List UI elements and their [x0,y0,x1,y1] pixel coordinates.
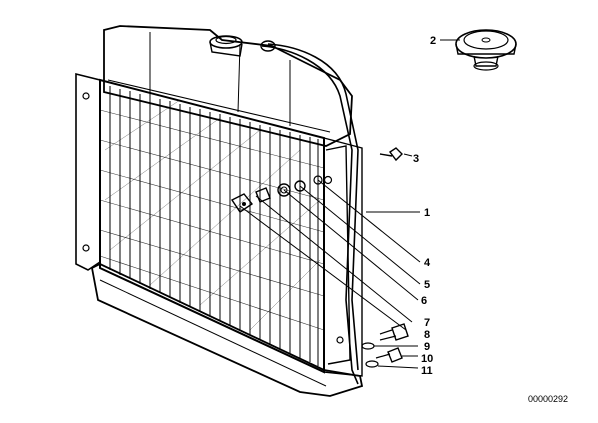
callout-11: 11 [421,365,433,377]
callout-4: 4 [424,257,431,269]
washer-9 [361,342,375,350]
callout-8: 8 [424,329,430,341]
callout-7: 7 [424,317,430,329]
callout-1: 1 [424,207,430,219]
callout-9: 9 [424,341,430,353]
drain-fittings [230,175,323,213]
leader-lines [239,39,460,369]
callout-6: 6 [421,295,427,307]
drain-plug-8 [379,323,409,341]
callout-2: 2 [430,35,436,47]
overflow-hose [261,45,359,385]
bottom-tank [90,262,364,397]
left-bracket [75,72,101,271]
screw-3 [379,147,403,162]
callout-10: 10 [421,353,433,365]
callout-3: 3 [413,153,419,165]
side-panel [325,145,351,365]
washer-11 [365,360,379,368]
radiator [75,25,364,397]
filler-neck [209,35,243,57]
radiator-cap [455,29,517,71]
top-tank [103,25,353,147]
callout-5: 5 [424,279,430,291]
bolt-10 [375,347,403,363]
reference-code: 00000292 [528,394,568,404]
callouts: 2 3 1 4 5 6 7 8 9 10 11 [413,35,436,377]
